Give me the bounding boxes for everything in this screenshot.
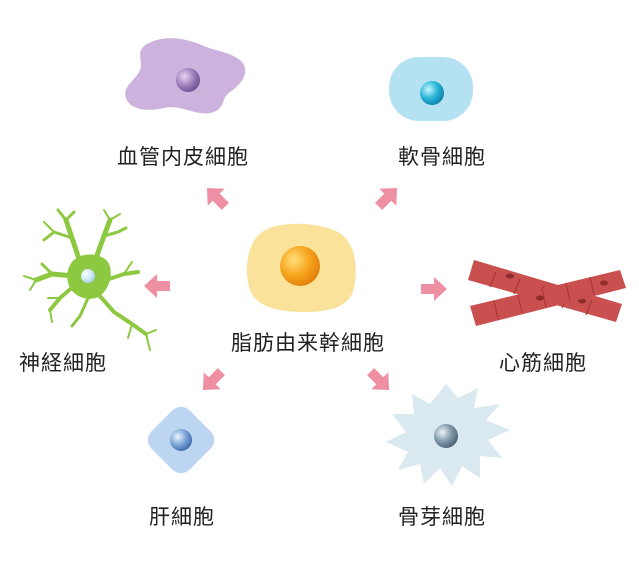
chondrocyte-label: 軟骨細胞 bbox=[398, 145, 486, 169]
arrow-to-chondrocyte-icon bbox=[370, 179, 406, 215]
endothelial-label: 血管内皮細胞 bbox=[117, 145, 249, 169]
endothelial-cell-icon bbox=[125, 38, 246, 114]
neuron-icon bbox=[23, 208, 157, 351]
cardiomyocyte-icon bbox=[468, 260, 626, 326]
stem-cell-label: 脂肪由来幹細胞 bbox=[231, 331, 385, 355]
arrow-to-hepatocyte-icon bbox=[194, 363, 230, 399]
hepatocyte-icon bbox=[147, 406, 215, 474]
stem-cell-icon bbox=[246, 223, 356, 312]
hepatocyte-label: 肝細胞 bbox=[149, 505, 215, 529]
arrow-to-cardiomyocyte-icon bbox=[421, 277, 447, 301]
neuron-label: 神経細胞 bbox=[19, 351, 107, 375]
osteoblast-icon bbox=[386, 384, 510, 486]
cardiomyocyte-label: 心筋細胞 bbox=[499, 351, 587, 375]
arrow-to-osteoblast-icon bbox=[362, 363, 398, 399]
osteoblast-label: 骨芽細胞 bbox=[398, 505, 486, 529]
arrow-to-endothelial-icon bbox=[198, 179, 234, 215]
chondrocyte-icon bbox=[389, 57, 473, 121]
arrow-to-neuron-icon bbox=[144, 274, 170, 298]
